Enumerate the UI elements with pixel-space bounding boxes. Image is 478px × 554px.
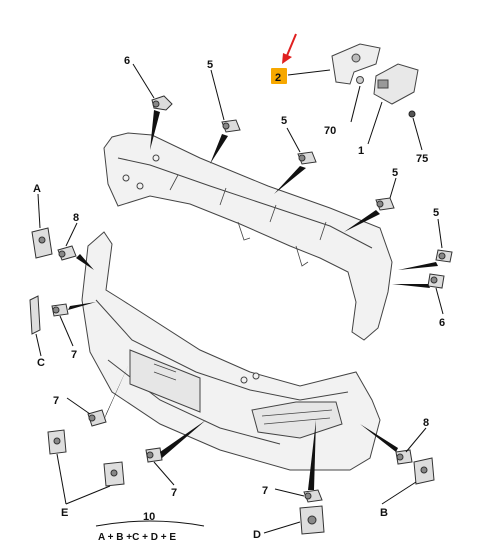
sensor-part-7-d <box>303 489 323 503</box>
sensor-part-7-b <box>87 409 107 427</box>
module-part-1 <box>373 63 419 105</box>
callout-A: A <box>33 183 41 195</box>
bracket-part-A <box>31 227 53 259</box>
callout-7-b: 7 <box>53 395 59 407</box>
callout-8-left: 8 <box>73 212 79 224</box>
kit-formula: 10 A + B +C + D + E <box>95 511 205 543</box>
sensor-part-6-top <box>151 95 173 111</box>
kit-expression: A + B +C + D + E <box>98 532 176 543</box>
callout-7-a: 7 <box>71 349 77 361</box>
callout-E: E <box>61 507 68 519</box>
callout-5-d: 5 <box>433 207 439 219</box>
callout-70: 70 <box>324 125 336 137</box>
nut-part-70 <box>356 76 364 84</box>
callout-5-b: 5 <box>281 115 287 127</box>
bracket-part-C <box>29 295 41 335</box>
callout-8-right: 8 <box>423 417 429 429</box>
pointer-arrow-icon <box>282 33 297 64</box>
callout-75: 75 <box>416 153 428 165</box>
sensor-part-8-left <box>57 245 77 261</box>
bracket-part-E-bottom <box>103 461 125 487</box>
front-bumper <box>81 231 381 471</box>
sensor-part-8-right <box>395 449 413 465</box>
callout-6-top: 6 <box>124 55 130 67</box>
leader-lines <box>35 63 444 534</box>
callout-1: 1 <box>358 145 364 157</box>
rear-bumper <box>103 132 393 341</box>
callout-5-c: 5 <box>392 167 398 179</box>
callout-2: 2 <box>275 72 281 84</box>
highlight-box <box>271 68 287 84</box>
sensor-part-5-c <box>375 197 395 211</box>
callout-C: C <box>37 357 45 369</box>
screw-part-75 <box>408 110 416 118</box>
callout-7-c: 7 <box>171 487 177 499</box>
attachment-wedges <box>68 110 438 490</box>
sensor-part-5-a <box>221 119 241 133</box>
kit-total: 10 <box>143 511 155 523</box>
callout-6-right: 6 <box>439 317 445 329</box>
sensor-part-5-d <box>435 249 453 263</box>
callout-B: B <box>380 507 388 519</box>
callout-5-a: 5 <box>207 59 213 71</box>
sensor-part-7-c <box>145 447 163 463</box>
bracket-part-E-top <box>47 429 67 455</box>
bracket-part-B <box>413 457 435 485</box>
callout-7-d: 7 <box>262 485 268 497</box>
bracket-part-D <box>299 505 325 535</box>
sensor-part-6-right <box>427 273 445 289</box>
sensor-part-5-b <box>297 151 317 165</box>
callout-D: D <box>253 529 261 541</box>
sensor-part-7-a <box>51 303 69 317</box>
bracket-part-2 <box>331 43 381 85</box>
